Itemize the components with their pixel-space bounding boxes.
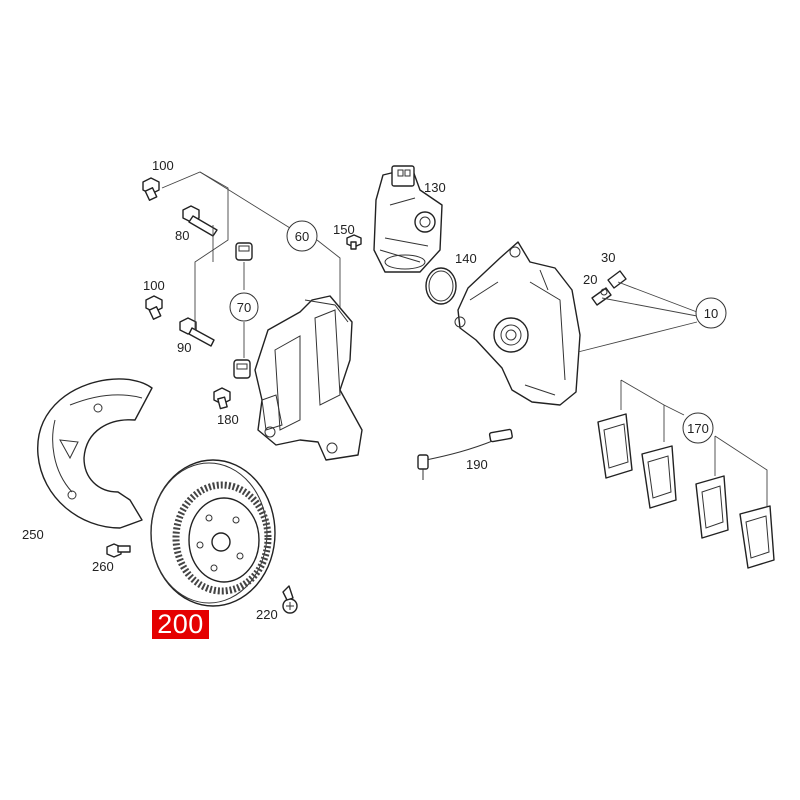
bolt-180[interactable] <box>213 387 231 410</box>
nut-70-top[interactable] <box>235 242 253 261</box>
label-10: 10 <box>704 306 718 321</box>
leader-group-to-60 <box>199 171 291 229</box>
o-ring-140[interactable] <box>425 267 457 305</box>
nut-70-bottom[interactable] <box>233 359 251 379</box>
brake-pad-4[interactable] <box>739 505 775 569</box>
cap-30[interactable] <box>607 270 627 289</box>
label-140: 140 <box>455 251 477 266</box>
label-100-bottom: 100 <box>143 278 165 293</box>
label-90: 90 <box>177 340 191 355</box>
callout-circle-10 <box>695 297 727 329</box>
label-70: 70 <box>237 300 251 315</box>
splash-shield-250[interactable] <box>37 378 153 529</box>
label-250: 250 <box>22 527 44 542</box>
label-30: 30 <box>601 250 615 265</box>
leader-60 <box>316 239 341 310</box>
leader-170 <box>620 379 768 510</box>
label-60: 60 <box>295 229 309 244</box>
brake-caliper-housing[interactable] <box>454 241 581 406</box>
label-220: 220 <box>256 607 278 622</box>
bolt-100-top[interactable] <box>142 177 160 201</box>
brake-pad-1[interactable] <box>597 413 633 479</box>
leader-100-80-group <box>161 171 229 330</box>
bolt-90[interactable] <box>179 317 215 347</box>
label-180: 180 <box>217 412 239 427</box>
bleed-screw-20[interactable] <box>591 287 612 306</box>
label-80: 80 <box>175 228 189 243</box>
callout-circle-170 <box>682 412 714 444</box>
caliper-carrier[interactable] <box>254 295 363 461</box>
label-20: 20 <box>583 272 597 287</box>
label-170: 170 <box>687 421 709 436</box>
label-100-top: 100 <box>152 158 174 173</box>
brake-pad-3[interactable] <box>695 475 729 539</box>
screw-150[interactable] <box>346 234 362 250</box>
bolt-260[interactable] <box>106 543 131 558</box>
screw-220[interactable] <box>282 585 298 614</box>
callout-circle-70 <box>229 292 259 322</box>
label-130: 130 <box>424 180 446 195</box>
wear-sensor-190[interactable] <box>417 428 513 480</box>
highlight-part-number-200[interactable]: 200 <box>152 610 209 639</box>
bolt-80[interactable] <box>182 205 218 237</box>
label-150: 150 <box>333 222 355 237</box>
brake-disc-200[interactable] <box>150 459 276 607</box>
brake-pad-2[interactable] <box>641 445 677 509</box>
label-190: 190 <box>466 457 488 472</box>
parking-brake-actuator[interactable] <box>373 165 443 273</box>
bolt-100-bottom[interactable] <box>145 295 163 320</box>
leader-10 <box>577 281 698 353</box>
callout-circle-60 <box>286 220 318 252</box>
label-260: 260 <box>92 559 114 574</box>
